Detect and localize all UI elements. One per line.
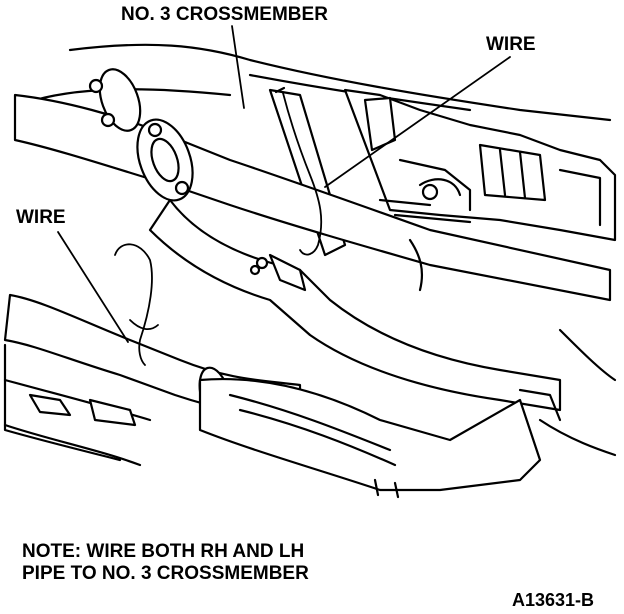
frame-rail-lower — [3, 378, 152, 467]
wire-label-top: WIRE — [486, 34, 536, 55]
note-line-2: PIPE TO NO. 3 CROSSMEMBER — [22, 563, 309, 584]
note-line-1: NOTE: WIRE BOTH RH AND LH — [22, 541, 305, 562]
retaining-wire-lh — [114, 243, 159, 366]
crossmember-label: NO. 3 CROSSMEMBER — [121, 4, 328, 25]
wire-label-left: WIRE — [16, 207, 66, 228]
leader-lines — [57, 25, 511, 343]
y-pipe-junction — [148, 198, 562, 412]
retaining-wire-rh — [282, 92, 323, 256]
floor-pan-right — [538, 328, 617, 457]
installation-note: NOTE: WIRE BOTH RH AND LH PIPE TO NO. 3 … — [22, 541, 309, 585]
transmission-housing — [343, 88, 617, 242]
exhaust-pipe-rh — [13, 68, 612, 302]
figure-id: A13631-B — [512, 590, 595, 610]
catalytic-converter — [198, 377, 562, 499]
